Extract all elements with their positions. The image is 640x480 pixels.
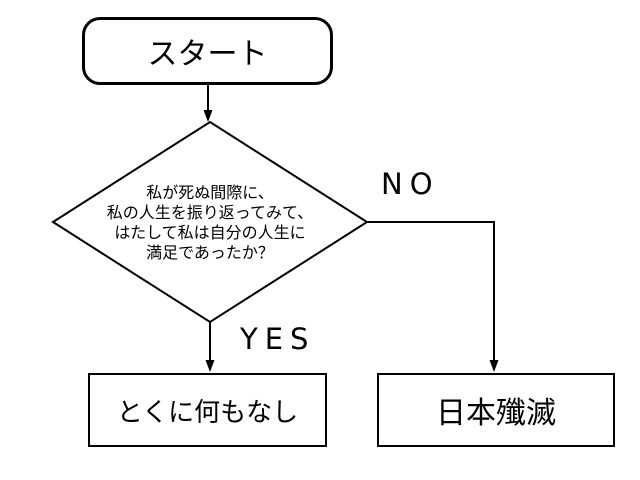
outcome-yes-node: とくに何もなし: [88, 373, 327, 447]
outcome-yes-label: とくに何もなし: [116, 397, 299, 428]
start-node-label: スタート: [147, 37, 268, 72]
decision-text-line: 満足であったか？: [146, 243, 274, 262]
arrowhead-icon: [203, 110, 213, 122]
arrowhead-icon: [489, 360, 499, 372]
arrow-yes-branch: [205, 322, 215, 372]
decision-text-line: はたして私は自分の人生に: [114, 223, 306, 242]
no-branch-label: NO: [381, 167, 440, 201]
decision-text-line: 私の人生を振り返ってみて、: [106, 203, 314, 222]
yes-branch-label: YES: [240, 322, 316, 356]
arrowhead-icon: [205, 360, 215, 372]
decision-text-line: 私が死ぬ間際に、: [146, 183, 274, 202]
decision-node-text: 私が死ぬ間際に、 私の人生を振り返ってみて、 はたして私は自分の人生に 満足であ…: [90, 183, 330, 263]
start-node: スタート: [82, 17, 333, 85]
arrow-start-to-decision: [203, 85, 213, 122]
arrow-no-branch: [367, 221, 499, 372]
outcome-no-label: 日本殲滅: [436, 396, 556, 431]
outcome-no-node: 日本殲滅: [377, 373, 615, 447]
arrow-line: [367, 221, 495, 361]
